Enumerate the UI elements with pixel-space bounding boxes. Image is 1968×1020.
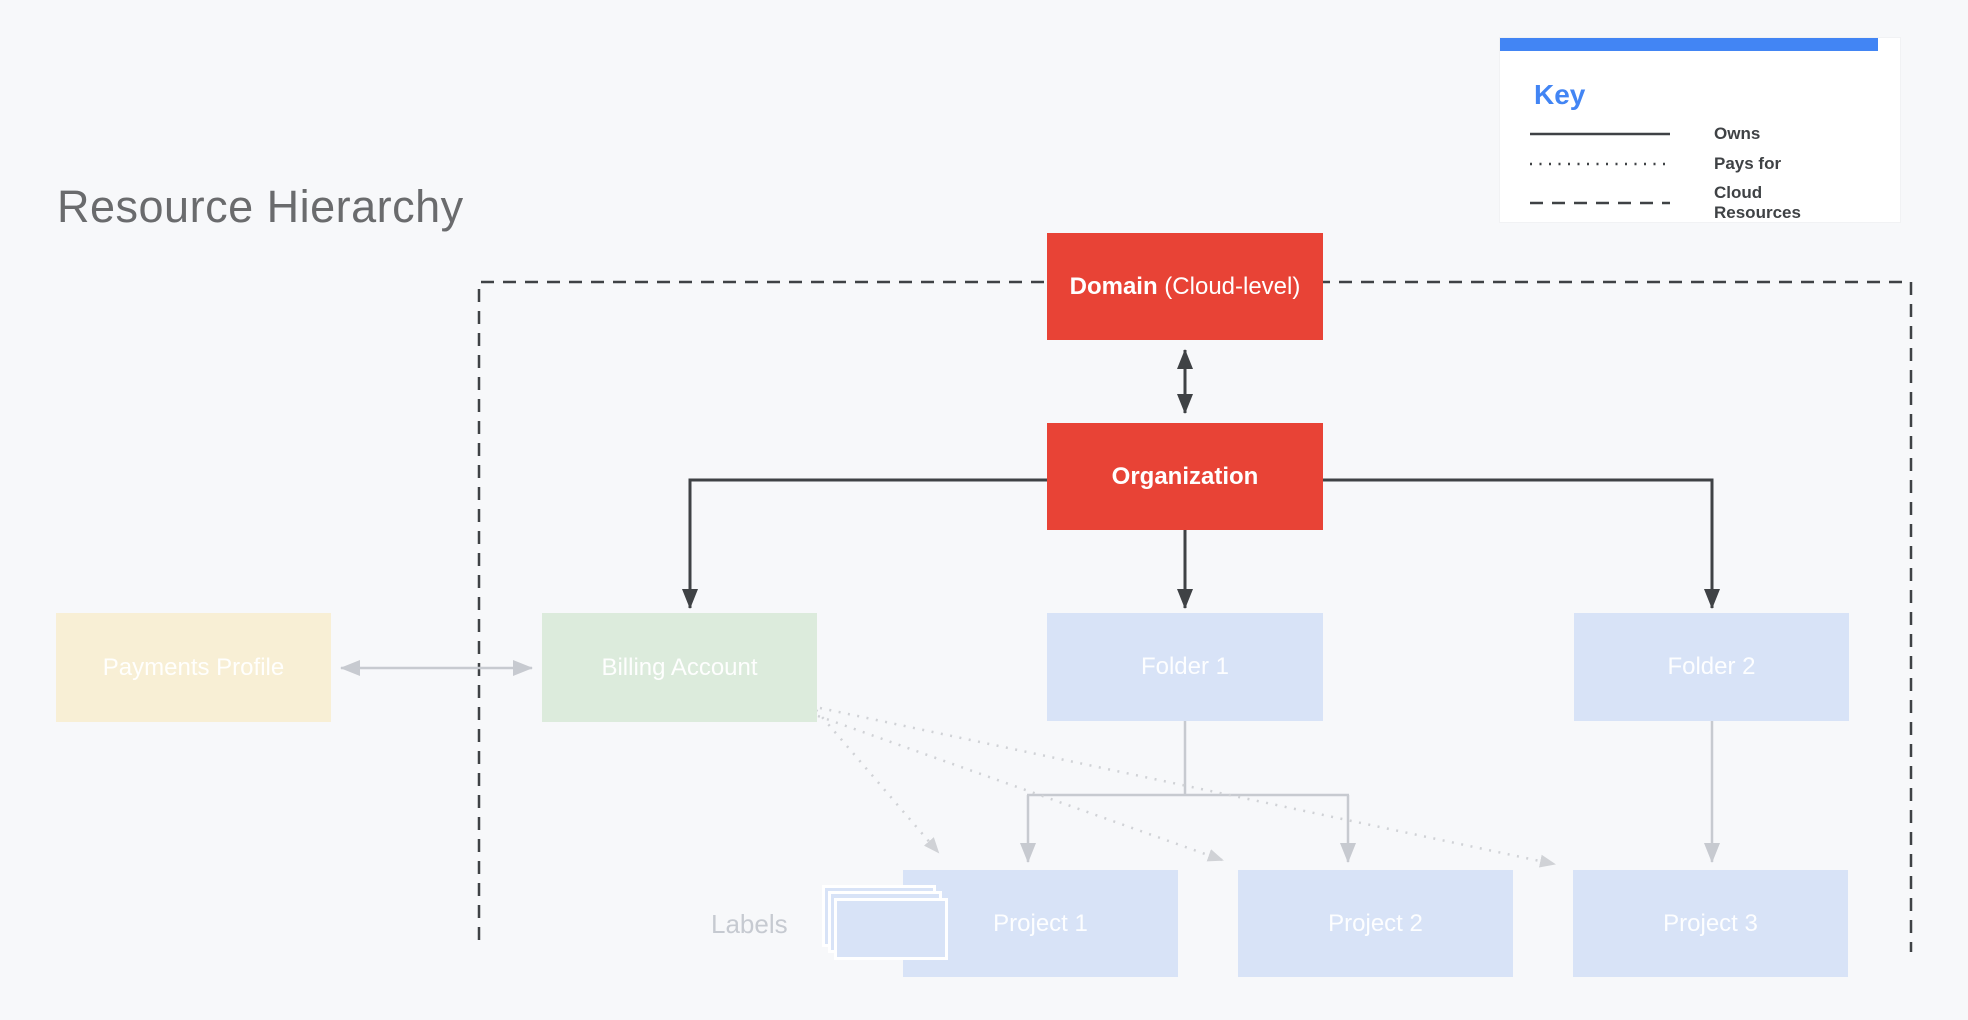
node-project-1: Project 1 — [903, 870, 1178, 977]
dashed-line-sample — [1530, 200, 1672, 206]
paysfor-arrow-billing-project3 — [819, 706, 1556, 868]
node-label: Organization — [1111, 462, 1259, 490]
paysfor-arrow-billing-project1 — [815, 709, 940, 854]
legend-label: Owns — [1714, 124, 1761, 143]
legend-body: Key Owns Pays for Cloud Resources — [1530, 51, 1892, 225]
node-label: Payments Profile — [102, 653, 285, 681]
node-label: Folder 1 — [1140, 653, 1230, 680]
node-folder-2: Folder 2 — [1574, 613, 1849, 721]
node-label: Domain — [1069, 272, 1158, 300]
node-folder-1: Folder 1 — [1047, 613, 1323, 721]
owns-arrow-organization-billing — [682, 478, 1047, 609]
legend-row-paysfor: Pays for — [1530, 147, 1892, 181]
dotted-line-sample — [1530, 161, 1672, 167]
node-domain: Domain (Cloud-level) — [1047, 233, 1323, 340]
node-label: Project 2 — [1328, 909, 1423, 937]
node-label: Project 3 — [1663, 909, 1758, 937]
node-label: Billing Account — [601, 653, 758, 681]
labels-caption: Labels — [711, 909, 788, 939]
legend-row-cloud-resources: Cloud Resources — [1530, 181, 1892, 225]
legend: Key Owns Pays for Cloud Resources — [1500, 38, 1900, 222]
node-payments-profile: Payments Profile — [56, 613, 331, 722]
legend-title: Key — [1534, 79, 1586, 110]
page-title: Resource Hierarchy — [57, 181, 464, 232]
solid-line-sample — [1530, 131, 1672, 137]
legend-label: Pays for — [1714, 154, 1782, 173]
node-project-2: Project 2 — [1238, 870, 1513, 977]
legend-label: Cloud Resources — [1714, 183, 1801, 222]
node-label: Folder 2 — [1667, 653, 1756, 680]
node-label-suffix: (Cloud-level) — [1157, 272, 1301, 300]
labels-stack-icon — [834, 898, 948, 960]
node-project-3: Project 3 — [1573, 870, 1848, 977]
legend-accent-bar — [1500, 38, 1878, 51]
node-billing-account: Billing Account — [542, 613, 817, 722]
node-organization: Organization — [1047, 423, 1323, 530]
node-label: Project 1 — [993, 909, 1088, 937]
paysfor-arrow-billing-project2 — [817, 714, 1224, 862]
legend-row-owns: Owns — [1530, 121, 1892, 147]
owns-arrow-organization-folder2 — [1323, 478, 1720, 609]
